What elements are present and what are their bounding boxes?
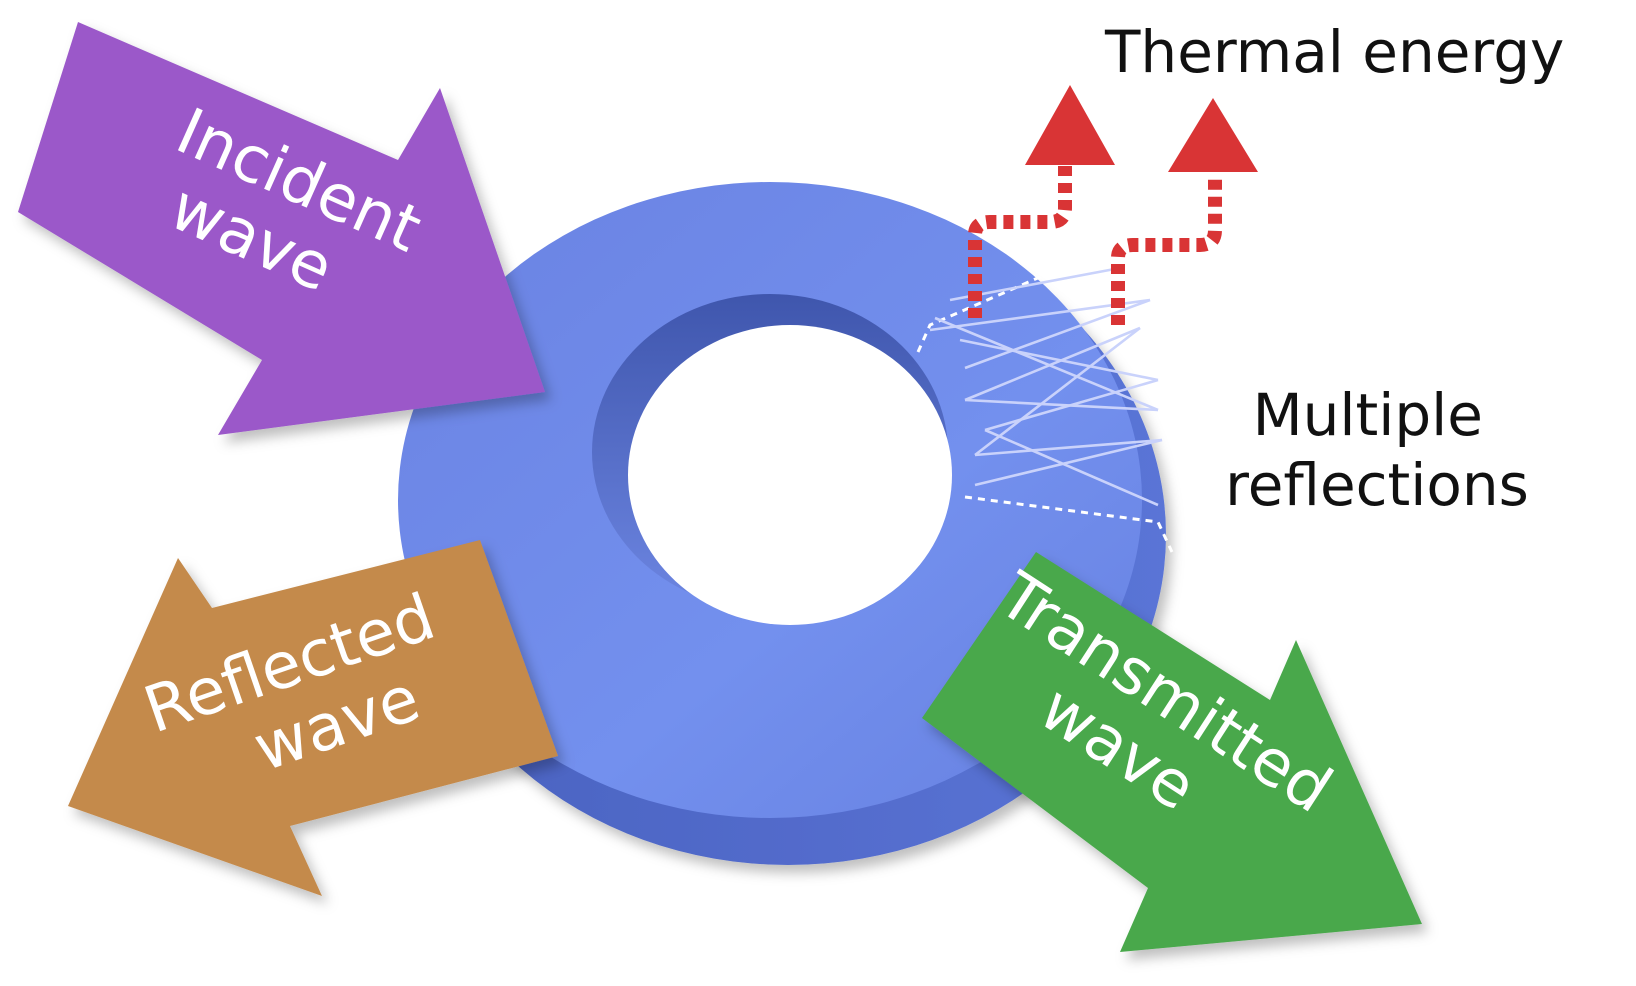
incident-arrow-shape	[18, 22, 545, 435]
absorber-ring	[398, 182, 1166, 865]
reflected-arrow-shape	[68, 540, 558, 896]
reflection-zone-boundary	[916, 248, 1103, 353]
ray	[974, 438, 1163, 457]
incident-wave-arrow: Incident wave	[18, 22, 545, 435]
thermal-energy-label: Thermal energy	[1104, 18, 1564, 86]
ray	[964, 398, 1159, 412]
ring-hole	[628, 325, 952, 625]
heat-path-left	[968, 165, 1072, 318]
ray	[934, 316, 1159, 412]
ray	[959, 338, 1159, 382]
multiple-reflections-line2: reflections	[1225, 451, 1529, 519]
reflection-zone	[916, 248, 1174, 553]
ray	[974, 326, 1141, 457]
ray	[964, 326, 1141, 402]
ray	[974, 438, 1163, 487]
heat-arrow-head-left	[1025, 85, 1115, 165]
multiple-reflections-label: Multiple reflections	[1225, 381, 1529, 519]
heat-arrow-head-right	[1168, 98, 1258, 172]
heat-path-right	[1111, 175, 1222, 325]
transmitted-arrow-shape	[922, 552, 1422, 952]
reflected-wave-arrow: Reflected wave	[68, 540, 558, 896]
transmitted-wave-arrow: Transmitted wave	[922, 552, 1422, 952]
ray	[984, 428, 1159, 507]
reflection-rays	[929, 266, 1163, 507]
ray	[964, 298, 1151, 370]
thermal-energy-arrows	[968, 85, 1258, 325]
multiple-reflections-line1: Multiple	[1253, 381, 1483, 449]
ray	[984, 378, 1159, 432]
